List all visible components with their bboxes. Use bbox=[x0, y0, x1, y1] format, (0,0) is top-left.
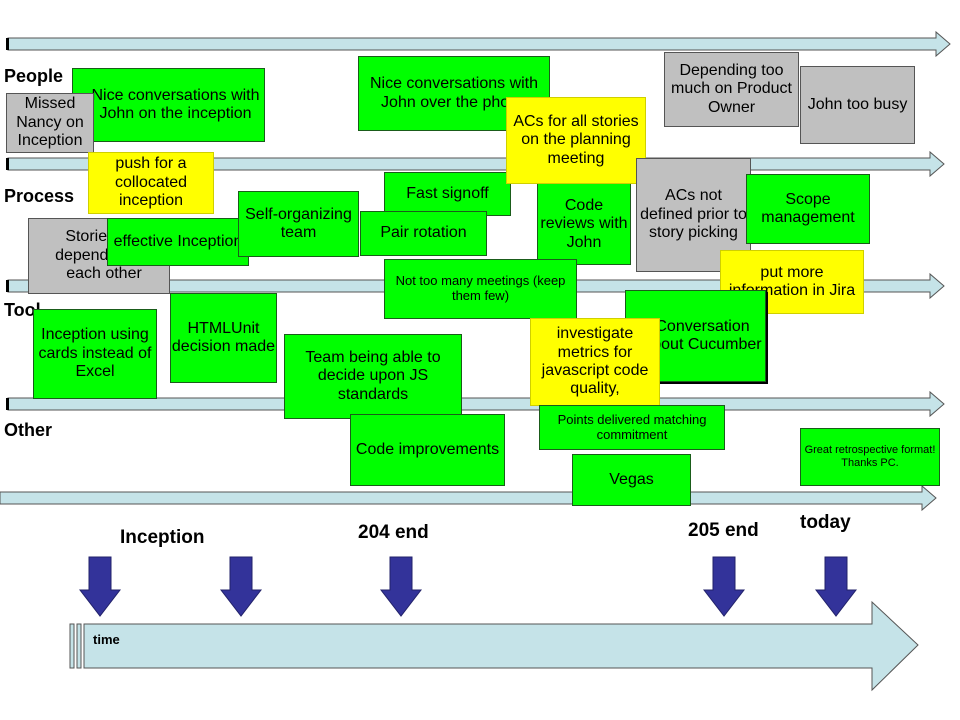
note-great-retro: Great retrospective format! Thanks PC. bbox=[800, 428, 940, 486]
note-self-organizing: Self-organizing team bbox=[238, 191, 359, 257]
milestone-label-205-end: 205 end bbox=[688, 520, 759, 541]
milestone-arrow-second bbox=[219, 556, 263, 617]
note-code-reviews: Code reviews with John bbox=[537, 170, 631, 265]
milestone-arrow-today bbox=[814, 556, 858, 617]
milestone-arrow-205 bbox=[702, 556, 746, 617]
note-investigate-metrics: investigate metrics for javascript code … bbox=[530, 318, 660, 406]
note-scope-management: Scope management bbox=[746, 174, 870, 244]
note-acs-all-stories: ACs for all stories on the planning meet… bbox=[506, 97, 646, 184]
lane-label-other: Other bbox=[4, 420, 53, 440]
lane-label-people: People bbox=[4, 66, 64, 86]
note-nice-inception: Nice conversations with John on the ince… bbox=[72, 68, 265, 142]
lane-label-tool: Tool bbox=[4, 300, 41, 320]
note-missed-nancy: Missed Nancy on Inception bbox=[6, 93, 94, 153]
milestone-arrow-inception bbox=[78, 556, 122, 617]
note-htmlunit: HTMLUnit decision made bbox=[170, 293, 277, 383]
milestone-label-today: today bbox=[800, 512, 851, 533]
time-arrow bbox=[69, 600, 919, 692]
note-points-delivered: Points delivered matching commitment bbox=[539, 405, 725, 450]
lane-arrow-people bbox=[6, 30, 951, 58]
milestone-arrow-204 bbox=[379, 556, 423, 617]
note-fast-signoff: Fast signoff bbox=[384, 172, 511, 216]
note-depending-po: Depending too much on Product Owner bbox=[664, 52, 799, 127]
note-vegas: Vegas bbox=[572, 454, 691, 506]
lane-label-process: Process bbox=[4, 186, 75, 206]
note-pair-rotation: Pair rotation bbox=[360, 211, 487, 256]
milestone-label-inception: Inception bbox=[120, 527, 205, 548]
note-inception-cards: Inception using cards instead of Excel bbox=[33, 309, 157, 399]
note-js-standards: Team being able to decide upon JS standa… bbox=[284, 334, 462, 419]
note-not-many-meetings: Not too many meetings (keep them few) bbox=[384, 259, 577, 319]
note-push-collocated: push for a collocated inception bbox=[88, 152, 214, 214]
note-effective-inception: effective Inception bbox=[107, 218, 249, 266]
note-code-improvements: Code improvements bbox=[350, 414, 505, 486]
note-nice-phone: Nice conversations with John over the ph… bbox=[358, 56, 550, 131]
lane-arrow-bottom bbox=[0, 484, 937, 512]
time-label: time bbox=[93, 632, 120, 647]
milestone-label-204-end: 204 end bbox=[358, 522, 429, 543]
note-john-busy: John too busy bbox=[800, 66, 915, 144]
